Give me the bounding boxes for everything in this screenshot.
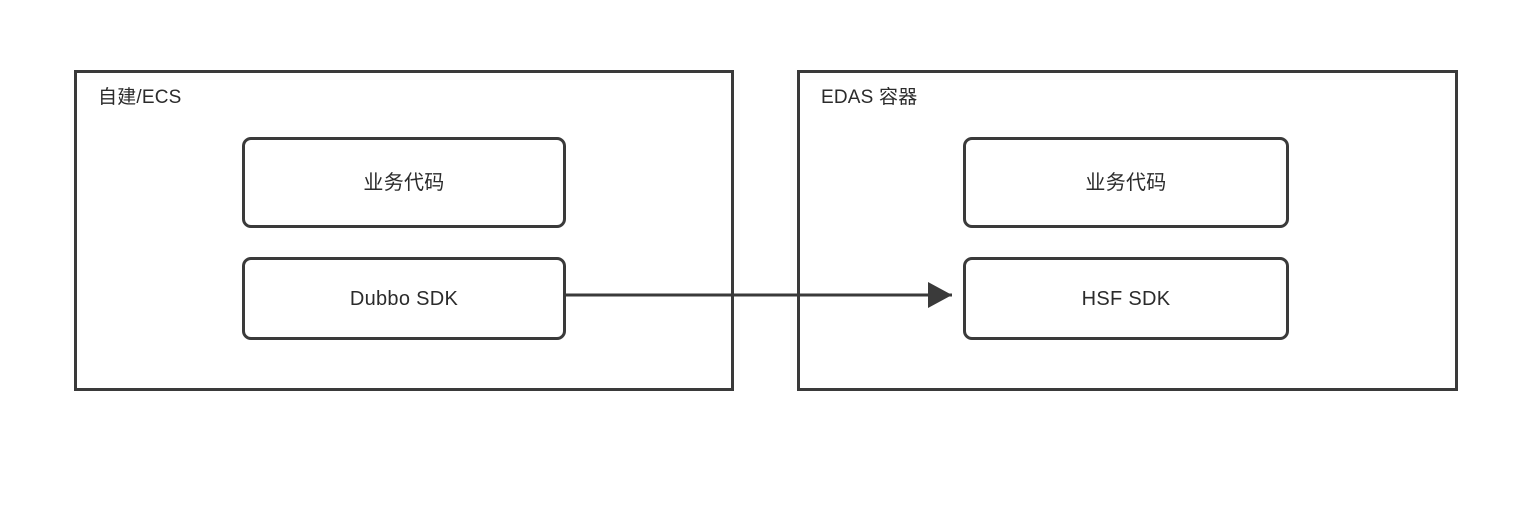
node-label-right-business-code: 业务代码: [1085, 171, 1167, 194]
node-right-business-code[interactable]: 业务代码: [963, 137, 1289, 228]
node-dubbo-sdk[interactable]: Dubbo SDK: [242, 257, 566, 340]
arrowhead-icon: [928, 282, 952, 308]
node-label-hsf-sdk: HSF SDK: [1081, 287, 1171, 310]
container-label-self-built-ecs: 自建/ECS: [98, 87, 182, 108]
node-label-left-business-code: 业务代码: [363, 171, 445, 194]
connector-dubbo-to-hsf-arrow: [566, 282, 952, 308]
container-label-edas: EDAS 容器: [821, 87, 918, 108]
node-label-dubbo-sdk: Dubbo SDK: [349, 287, 459, 310]
container-edas[interactable]: EDAS 容器: [797, 70, 1458, 391]
node-hsf-sdk[interactable]: HSF SDK: [963, 257, 1289, 340]
container-self-built-ecs[interactable]: 自建/ECS: [74, 70, 734, 391]
node-left-business-code[interactable]: 业务代码: [242, 137, 566, 228]
